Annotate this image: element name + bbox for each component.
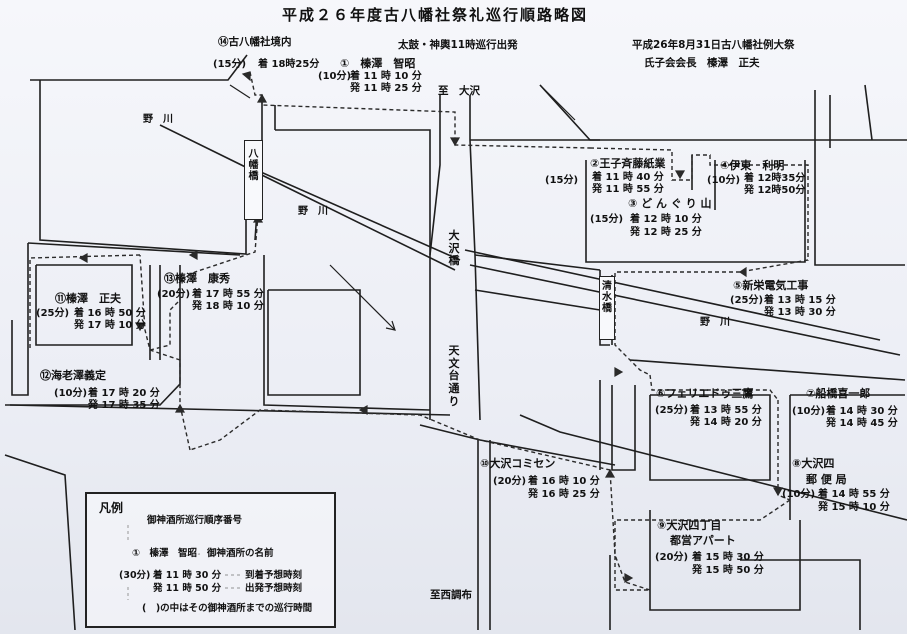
station-1-name: ① 榛澤 智昭: [340, 57, 416, 70]
station-14-arrive: 着 18時25分: [258, 59, 320, 70]
station-11-depart: 発 17 時 10 分: [74, 320, 146, 331]
station-13-arrive: 着 17 時 55 分: [192, 289, 264, 300]
station-7-duration: (10分): [792, 406, 826, 417]
station-9-name: ⑨大沢四丁目: [657, 519, 722, 532]
station-6-depart: 発 14 時 20 分: [690, 417, 762, 428]
shimizu-bridge: 清 水 橋: [599, 276, 615, 340]
legend-example-depart: 発 11 時 50 分: [153, 583, 222, 594]
station-12-duration: (10分): [54, 388, 88, 399]
osawa-bridge: 大 沢 橋: [448, 229, 460, 268]
station-5-duration: (25分): [730, 295, 764, 306]
station-4-name: ④伊東 利明: [720, 159, 785, 172]
station-6-name: ⑥フェリエドゥ三鷹: [656, 387, 754, 400]
arrow-up: [256, 93, 268, 103]
station-7-depart: 発 14 時 45 分: [826, 418, 898, 429]
station-2-duration: (15分): [545, 175, 579, 186]
tenmondai-street: 天 文 台 通 り: [448, 344, 460, 408]
arrow-left: [358, 404, 368, 416]
arrow-up: [604, 468, 616, 478]
station-8-name-line2: 郵 便 局: [806, 473, 847, 486]
station-3-arrive: 着 12 時 10 分: [630, 214, 702, 225]
station-1-duration: (10分): [318, 71, 352, 82]
station-14-duration: (15分): [213, 59, 247, 70]
station-12-name: ⑫海老澤義定: [40, 369, 106, 382]
station-9-duration: (20分): [655, 552, 689, 563]
nogawa-label: 野 川: [700, 317, 730, 328]
station-2-arrive: 着 11 時 40 分: [592, 172, 664, 183]
station-5-depart: 発 13 時 30 分: [764, 307, 836, 318]
station-11-name: ⑪榛澤 正夫: [55, 292, 121, 305]
station-5-arrive: 着 13 時 15 分: [764, 295, 836, 306]
legend-example-arrive: 着 11 時 30 分: [153, 570, 222, 581]
station-4-depart: 発 12時50分: [744, 185, 806, 196]
arrow-left: [188, 249, 198, 261]
station-11-arrive: 着 16 時 50 分: [74, 308, 146, 319]
station-3-depart: 発 12 時 25 分: [630, 227, 702, 238]
organizer: 氏子会会長 榛澤 正夫: [644, 57, 760, 69]
arrow-left: [78, 252, 88, 264]
legend-item-paren: ( )の中はその御神酒所までの巡行時間: [142, 603, 313, 614]
legend-item-name: 御神酒所の名前: [207, 548, 274, 559]
station-8-arrive: 着 14 時 55 分: [818, 489, 890, 500]
station-13-name: ⑬榛澤 康秀: [164, 272, 230, 285]
station-3-name: ③ ど ん ぐ り 山: [628, 197, 712, 210]
legend-example-name: ① 榛澤 智昭: [132, 548, 198, 559]
legend-box: 凡例 御神酒所巡行順序番号 ① 榛澤 智昭 御神酒所の名前 (30分) 着 11…: [85, 492, 336, 628]
station-11-duration: (25分): [36, 308, 70, 319]
arrow-down: [449, 137, 461, 147]
station-8-depart: 発 15 時 10 分: [818, 502, 890, 513]
arrow-right: [614, 366, 624, 378]
station-7-name: ⑦船橋喜一郎: [806, 387, 871, 400]
station-10-duration: (20分): [493, 476, 527, 487]
direction-osawa: 至 大沢: [438, 85, 480, 97]
departure-note: 太鼓・神輿11時巡行出発: [398, 39, 518, 51]
station-7-arrive: 着 14 時 30 分: [826, 406, 898, 417]
legend-example-duration: (30分): [119, 570, 151, 581]
station-10-name: ⑩大沢コミセン: [480, 457, 556, 470]
legend-item-number: 御神酒所巡行順序番号: [147, 515, 243, 526]
arrow-up: [174, 403, 186, 413]
arrow-down: [134, 322, 146, 332]
nogawa-label: 野 川: [298, 206, 328, 217]
station-12-arrive: 着 17 時 20 分: [88, 388, 160, 399]
station-10-arrive: 着 16 時 10 分: [528, 476, 600, 487]
station-8-name: ⑧大沢四: [792, 457, 835, 470]
arrow-down: [674, 170, 686, 180]
station-6-arrive: 着 13 時 55 分: [690, 405, 762, 416]
event-date: 平成26年8月31日古八幡社例大祭: [632, 39, 795, 51]
nogawa-label: 野 川: [143, 114, 173, 125]
station-8-duration: (10分): [782, 489, 816, 500]
station-5-name: ⑤新栄電気工事: [733, 279, 809, 292]
arrow-right: [624, 572, 634, 584]
shrine-grounds-label: ⑭古八幡社境内: [218, 36, 292, 48]
arrow-down: [772, 487, 784, 497]
station-9-name-line2: 都営アパート: [670, 534, 736, 547]
arrow-left: [738, 266, 747, 278]
legend-title: 凡例: [99, 501, 124, 515]
station-3-duration: (15分): [590, 214, 624, 225]
legend-item-depart: 出発予想時刻: [245, 583, 303, 594]
station-9-depart: 発 15 時 50 分: [692, 565, 764, 576]
station-12-depart: 発 17 時 35 分: [88, 400, 160, 411]
station-13-depart: 発 18 時 10 分: [192, 301, 264, 312]
legend-item-arrive: 到着予想時刻: [245, 570, 303, 581]
station-2-depart: 発 11 時 55 分: [592, 184, 664, 195]
route-arrows: [78, 71, 784, 584]
station-4-duration: (10分): [707, 175, 741, 186]
station-1-depart: 発 11 時 25 分: [350, 83, 422, 94]
map-title: 平成２６年度古八幡社祭礼巡行順路略図: [282, 6, 589, 24]
station-10-depart: 発 16 時 25 分: [528, 489, 600, 500]
station-4-arrive: 着 12時35分: [744, 173, 806, 184]
flow-arrows: [229, 84, 576, 331]
arrow-down: [241, 71, 251, 82]
station-9-arrive: 着 15 時 30 分: [692, 552, 764, 563]
station-6-duration: (25分): [655, 405, 689, 416]
station-1-arrive: 着 11 時 10 分: [350, 71, 422, 82]
station-13-duration: (20分): [157, 289, 191, 300]
direction-chofu: 至西調布: [430, 589, 472, 601]
hachiman-bridge: 八 幡 橋: [244, 140, 263, 220]
station-2-name: ②王子斉藤紙業: [590, 157, 666, 170]
